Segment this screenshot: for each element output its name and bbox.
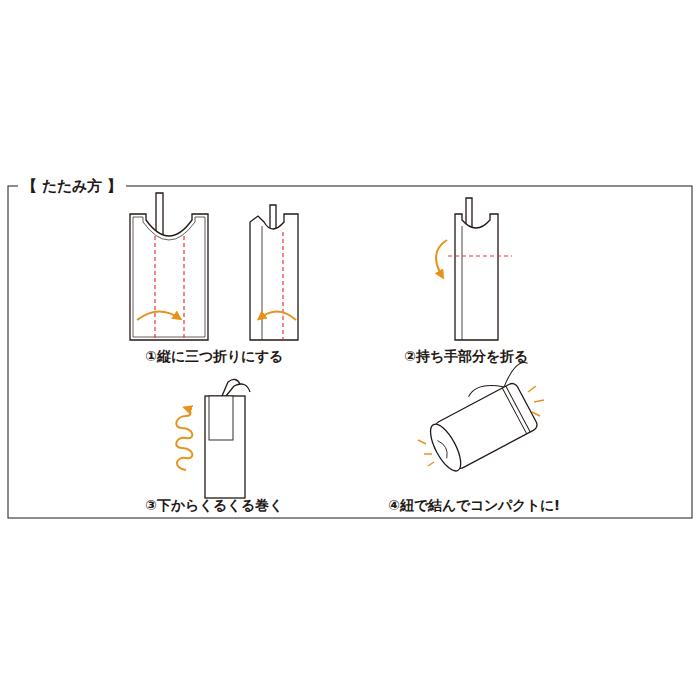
fold-line [448,255,512,256]
handle-strap [466,198,472,228]
heading: 【 たたみ方 】 [18,177,126,196]
sparkle-line [428,462,434,466]
bag-outline [455,214,498,340]
roll-end [425,420,467,475]
step-caption: ①縦に三つ折りにする [145,348,283,366]
bag-folded-lengthwise [455,198,498,340]
step-caption: ③下からくるくる巻く [145,497,283,515]
fold-arrow [137,311,179,320]
fold-edge [462,226,463,340]
tie-string [222,379,250,396]
roll-spiral [437,439,450,459]
sparkle [418,386,544,466]
bag-flat [130,193,208,340]
fold-line [282,232,283,340]
bag-outline [130,214,208,340]
bag-inner-line [133,217,205,337]
fold-line [154,236,155,340]
sparkle-line [534,400,544,402]
frame [8,186,692,518]
strip-outline [205,396,245,498]
sparkle-line [424,453,432,455]
roll-arrow [176,408,192,470]
bag-folded-third [250,205,298,340]
sparkle-line [418,440,426,444]
sparkle-line [532,412,540,416]
handle-strap [156,193,163,236]
folded-handle [209,396,233,440]
tie-string [502,386,530,434]
sparkle-line [528,386,536,392]
bag-strip [205,379,250,498]
fold-arrow [260,311,296,320]
fold-line [183,236,184,340]
rolled-bag [418,360,556,475]
tie-bow [466,360,532,404]
handle-strap [270,205,276,232]
fold-arrow [436,240,447,276]
step-caption: ④紐で結んでコンパクトに! [388,497,560,515]
step-caption: ②持ち手部分を折る [404,348,528,366]
bag-outline [250,214,298,340]
fold-edge [262,226,263,340]
